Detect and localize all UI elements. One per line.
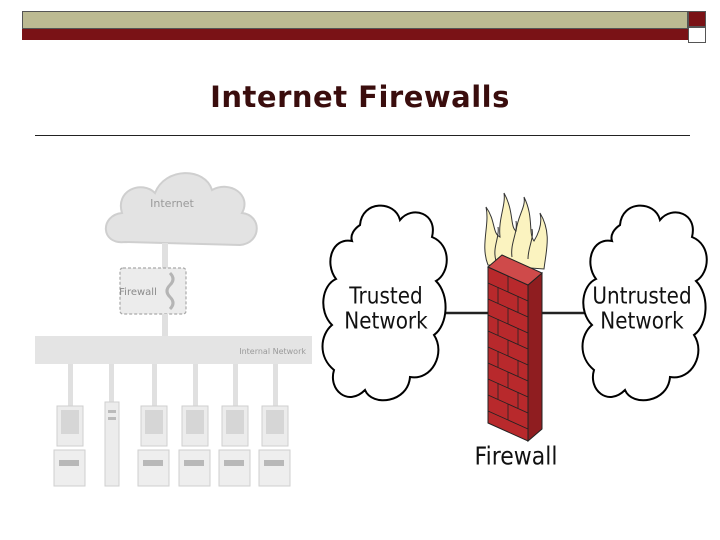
trusted-label-line2: Network — [344, 308, 428, 335]
internal-network-label: Internal Network — [239, 347, 306, 356]
title-divider — [35, 135, 690, 136]
trusted-label-line1: Trusted — [348, 283, 422, 310]
brick-wall — [487, 254, 543, 443]
firewall-box — [119, 267, 187, 315]
untrusted-network-cloud — [581, 204, 708, 402]
internet-link — [162, 243, 168, 268]
computer-3 — [178, 364, 211, 487]
computer-1 — [53, 364, 86, 487]
computer-4 — [218, 364, 251, 487]
fire-icon — [484, 192, 548, 270]
firewall-label-left: Firewall — [119, 287, 157, 298]
header-corner-box-top — [688, 11, 706, 27]
untrusted-label-line2: Network — [600, 308, 684, 335]
trusted-untrusted-diagram: Trusted Network Untrusted Network Firewa… — [321, 192, 708, 471]
header-corner-box-bottom — [688, 27, 706, 43]
internet-cloud — [104, 172, 258, 247]
internet-label: Internet — [150, 197, 194, 210]
internal-network-diagram: Internet Firewall Internal Network — [35, 172, 312, 487]
server-tower — [104, 364, 120, 487]
slide-header-bar — [22, 11, 688, 29]
internal-network-bar — [35, 336, 312, 364]
computer-2 — [137, 364, 170, 487]
computer-5 — [258, 364, 291, 487]
slide-header-accent — [22, 29, 688, 40]
slide-title: Internet Firewalls — [210, 80, 510, 114]
untrusted-label-line1: Untrusted — [592, 283, 691, 310]
firewall-link — [162, 314, 168, 336]
trusted-network-cloud — [321, 204, 448, 402]
firewall-label-right: Firewall — [475, 441, 558, 471]
